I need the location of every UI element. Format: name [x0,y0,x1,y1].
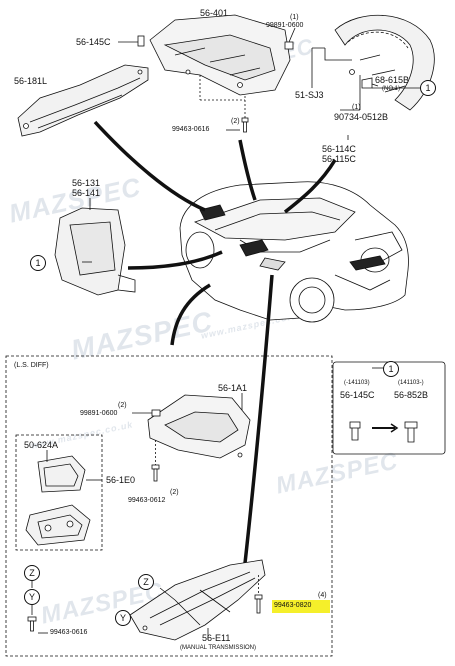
panel-56-401 [149,14,291,96]
plate-56-1a1 [132,393,251,459]
label-inset-part-a: 56-145C [340,390,375,400]
label-56-114c: 56-114C [322,144,356,154]
label-99891-0600-mid: 99891-0600 [80,410,118,417]
label-lsdiff: (L.S. DIFF) [14,362,49,369]
callout-z-center: Z [138,574,154,590]
label-56-181l: 56-181L [14,76,48,86]
callout-y-center: Y [115,610,131,626]
crossmember-56-e11 [129,559,266,641]
label-99463-0612: 99463-0612 [128,497,166,504]
label-inset-range-a: (-141103) [344,380,370,386]
bracket-lines-51-sj3 [311,47,379,111]
label-99463-0820-qty: (4) [318,592,327,599]
bolt-99463-0616-top [199,75,249,133]
callout-1-top-right: 1 [420,80,436,96]
label-99891-0600-top-qty: (1) [290,14,299,21]
wheel-liner-56-114c [334,14,435,111]
clip-56-145c-top [118,35,145,47]
bolt-99463-0820 [254,575,263,614]
bolt-99463-0616-bottom [27,578,48,634]
label-56-1e0: 56-1E0 [106,475,136,485]
label-56-401: 56-401 [200,8,229,18]
label-56-1a1: 56-1A1 [218,383,248,393]
label-inset-range-b: (141103-) [398,380,424,386]
label-99463-0616-top-qty: (2) [231,118,240,125]
lsdiff-box [5,355,333,657]
bolt-99463-0612 [151,440,160,482]
clip-99891-0600-top [284,27,296,50]
label-50-624a: 50-624A [24,440,59,450]
label-56-115c: 56-115C [322,154,356,164]
label-68-615b: 68-615B [375,75,410,85]
location-arrows [93,120,337,591]
label-99463-0616-bottom: 99463-0616 [50,629,88,636]
callout-1-inset: 1 [383,361,399,377]
callout-y-left: Y [24,589,40,605]
label-56-e11: 56-E11 [202,633,231,643]
label-68-615b-note: (NO.1) [382,86,400,92]
label-90734-0512b: 90734-0512B [334,112,389,122]
label-51-sj3: 51-SJ3 [295,90,324,100]
car-body [179,181,409,323]
label-56-131: 56-131 [72,178,101,188]
label-99463-0612-qty: (2) [170,489,179,496]
label-99463-0616-top: 99463-0616 [172,126,210,133]
label-56-141: 56-141 [72,188,101,198]
label-99463-0820: 99463-0820 [274,602,312,609]
label-90734-0512b-qty: (1) [352,104,361,111]
label-56-145c-top: 56-145C [76,37,111,47]
callout-1-left: 1 [30,255,46,271]
label-99891-0600-top: 99891-0600 [266,22,304,29]
label-99891-0600-mid-qty: (2) [118,402,127,409]
label-56-e11-note: (MANUAL TRANSMISSION) [180,645,257,651]
bracket-56-181l [17,64,149,137]
callout-z-left: Z [24,565,40,581]
label-inset-part-b: 56-852B [394,390,429,400]
highlight-marker [272,600,330,613]
gasket-50-624a [25,450,102,546]
sub-box-50-624a [15,434,103,551]
panel-56-131 [54,198,136,296]
